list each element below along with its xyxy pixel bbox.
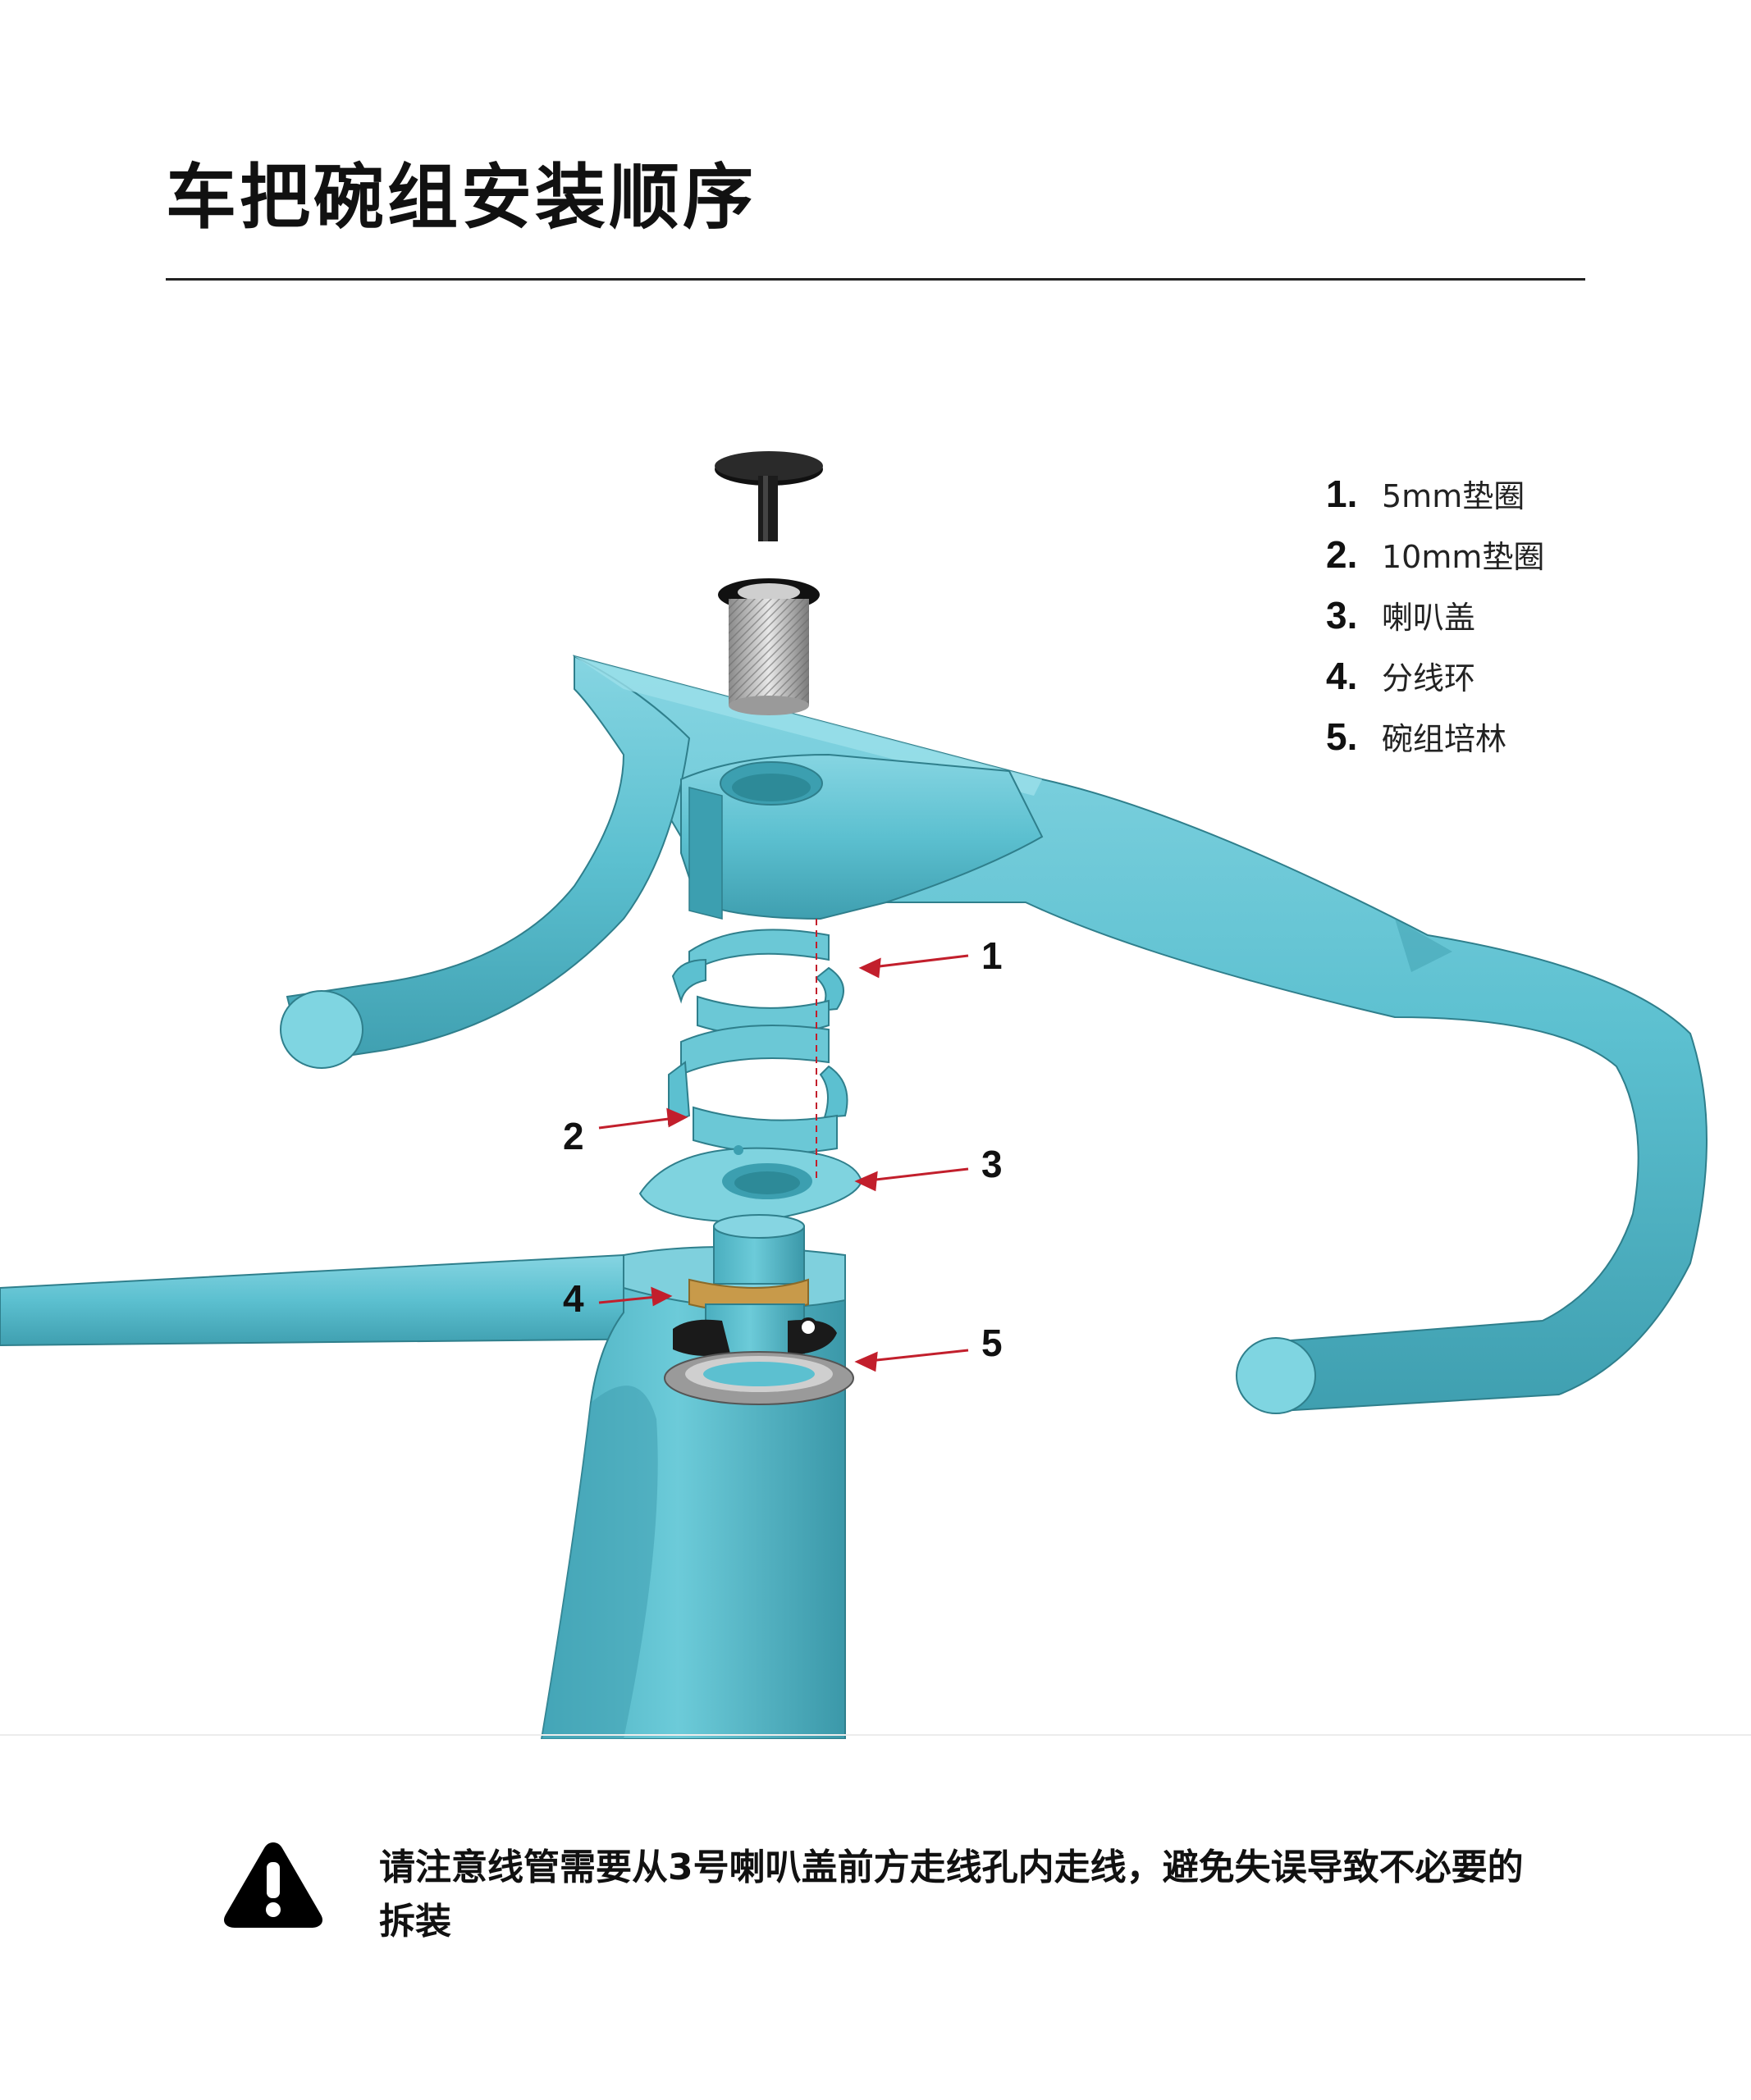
legend-item-1: 1. 5mm垫圈 (1326, 471, 1544, 532)
warning-triangle-icon (224, 1842, 322, 1928)
callout-5: 5 (981, 1322, 1003, 1364)
title-divider (166, 278, 1585, 281)
legend-item-5: 5. 碗组培林 (1326, 714, 1544, 774)
headset-exploded-diagram: 1 2 3 4 5 (0, 394, 1751, 1739)
legend-number: 3. (1326, 594, 1358, 637)
callout-2: 2 (563, 1115, 584, 1157)
legend-label: 喇叭盖 (1382, 600, 1476, 636)
headset-top-cover (638, 1145, 863, 1224)
section-divider (0, 1734, 1751, 1736)
legend-label: 5mm垫圈 (1382, 478, 1525, 514)
legend-item-4: 4. 分线环 (1326, 653, 1544, 714)
handlebar (280, 655, 1708, 1414)
spacer-10mm (668, 1025, 848, 1154)
legend-number: 2. (1326, 533, 1358, 576)
legend-number: 1. (1326, 472, 1358, 515)
page-title: 车把碗组安装顺序 (166, 157, 757, 239)
legend-label: 碗组培林 (1382, 721, 1507, 757)
parts-legend: 1. 5mm垫圈 2. 10mm垫圈 3. 喇叭盖 4. 分线环 5. 碗组培林 (1326, 471, 1544, 774)
legend-item-3: 3. 喇叭盖 (1326, 592, 1544, 653)
legend-label: 10mm垫圈 (1382, 539, 1545, 575)
callout-4: 4 (563, 1277, 584, 1320)
legend-item-2: 2. 10mm垫圈 (1326, 532, 1544, 592)
callout-arrows (598, 954, 969, 1372)
headset-bearing (664, 1351, 854, 1405)
expander-plug (718, 578, 820, 715)
top-cap-bolt (715, 451, 823, 541)
callout-3: 3 (981, 1143, 1003, 1185)
legend-number: 4. (1326, 655, 1358, 697)
warning-notice: 请注意线管需要从3号喇叭盖前方走线孔内走线，避免失误导致不必要的拆装 (222, 1838, 1616, 1949)
spacer-5mm (671, 929, 844, 1037)
callout-1: 1 (981, 934, 1003, 977)
legend-label: 分线环 (1382, 660, 1476, 696)
cable-routing-ring (673, 1214, 837, 1357)
warning-text: 请注意线管需要从3号喇叭盖前方走线孔内走线，避免失误导致不必要的拆装 (379, 1847, 1524, 1942)
legend-number: 5. (1326, 715, 1358, 758)
